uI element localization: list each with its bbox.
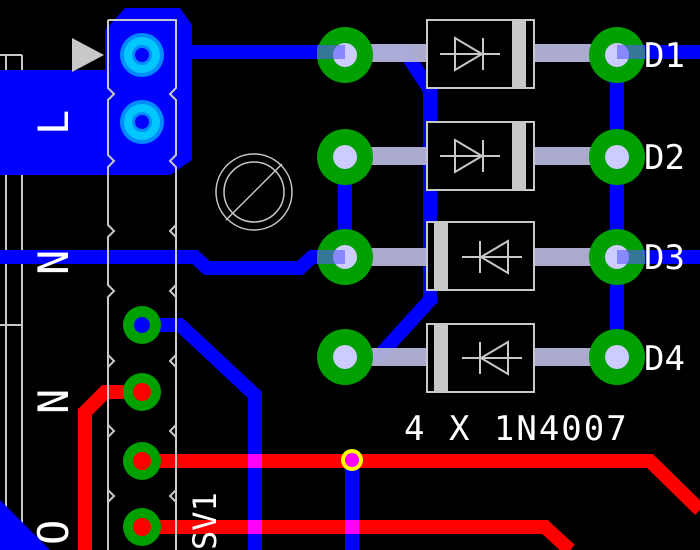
header-pad-4 (123, 373, 161, 411)
d2-pad-right (589, 129, 645, 185)
diode-d2-body (426, 121, 535, 191)
header-pad-6 (123, 508, 161, 546)
header-pad-1 (120, 33, 164, 77)
via (341, 449, 363, 471)
diode-d3-body (426, 221, 535, 291)
header-pad-2 (120, 100, 164, 144)
pad-trace-overlay (317, 45, 645, 264)
designator-d4: D4 (644, 339, 685, 379)
edge-label-o: O (29, 520, 78, 545)
copper-pour-lower (0, 500, 50, 550)
designator-d3: D3 (644, 238, 685, 278)
diode-d1-body (426, 19, 535, 89)
header-pads (120, 33, 164, 546)
silkscreen-text: D1 D2 D3 D4 4 X 1N4007 SV1 L N N O (29, 36, 685, 550)
trace-pin5-right (142, 454, 700, 515)
layer-overlaps (248, 454, 359, 534)
header-designator: SV1 (186, 492, 224, 550)
edge-label-l: L (29, 110, 78, 135)
edge-label-n1: N (29, 250, 78, 275)
header-pad-5 (123, 442, 161, 480)
mounting-hole (215, 153, 293, 231)
designator-d1: D1 (644, 36, 685, 76)
d4-pad-right (589, 329, 645, 385)
header-outline (107, 19, 177, 550)
edge-label-n2: N (29, 389, 78, 414)
diode-d4-body (426, 323, 535, 393)
d2-pad-left (317, 129, 373, 185)
header-pad-3 (123, 306, 161, 344)
pin1-marker (72, 38, 104, 72)
designator-d2: D2 (644, 138, 685, 178)
header-sv1 (72, 19, 177, 550)
d4-pad-left (317, 329, 373, 385)
value-label: 4 X 1N4007 (404, 409, 629, 449)
trace-pin6-right (142, 520, 575, 550)
